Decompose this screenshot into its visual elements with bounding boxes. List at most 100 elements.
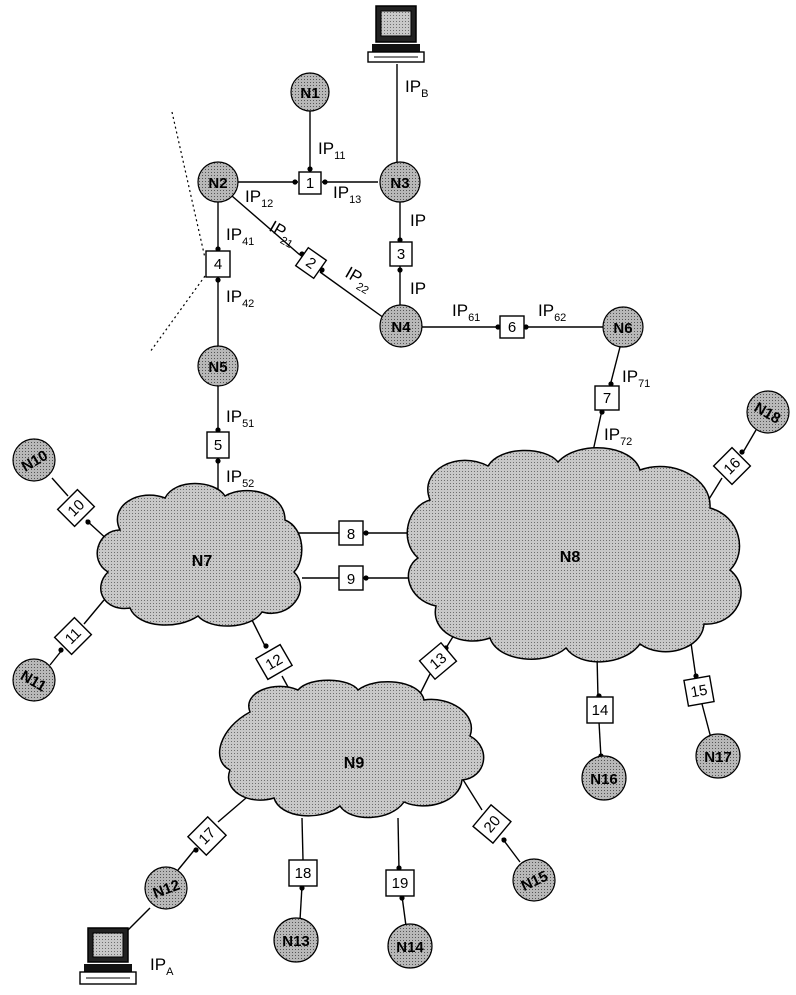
router-1: 1	[298, 171, 322, 195]
link-n9-r17	[217, 797, 247, 823]
ip-label-13: IP13	[333, 183, 361, 206]
node-n6-label: N6	[613, 320, 632, 337]
link-n10-r10	[51, 477, 69, 497]
node-n1-label: N1	[300, 85, 319, 102]
link-n11-r11	[49, 649, 63, 666]
router-8-label: 8	[347, 526, 355, 543]
cloud-n9-label: N9	[344, 755, 365, 772]
link-n9-r19	[397, 817, 400, 871]
router-14-label: 14	[592, 702, 609, 719]
node-circles: N1 N2 N3 N4 N5 N6 N10 N11	[12, 72, 790, 969]
node-n13-label: N13	[282, 933, 310, 950]
port-dot	[292, 179, 298, 185]
ip-label-71: IP71	[622, 367, 650, 390]
router-12-label: 12	[263, 651, 286, 674]
cloud-n8: N8	[406, 446, 742, 663]
node-n13: N13	[273, 917, 319, 963]
link-r18-n13	[299, 885, 303, 921]
link-r2-n4	[319, 271, 385, 319]
link-r11-n7	[83, 599, 105, 625]
ip-label-a: IPA	[150, 955, 174, 978]
node-n4-label: N4	[391, 319, 411, 336]
router-10: 10	[56, 488, 96, 528]
router-9-label: 9	[347, 571, 355, 588]
node-n10: N10	[12, 438, 56, 482]
ip-label-52: IP52	[226, 467, 254, 490]
port-dot	[215, 277, 221, 283]
port-dot	[608, 381, 614, 387]
link-n6-r7	[609, 346, 621, 387]
cloud-n7-label: N7	[192, 553, 213, 570]
port-dot	[363, 575, 369, 581]
link-n12-host-a	[127, 907, 151, 931]
node-n5: N5	[197, 345, 239, 387]
port-dot	[215, 458, 221, 464]
ip-label-12: IP12	[245, 187, 273, 210]
port-dot	[397, 237, 403, 243]
router-4: 4	[205, 250, 231, 278]
port-dot	[215, 246, 221, 252]
port-dot	[307, 166, 313, 172]
router-18: 18	[288, 859, 318, 887]
router-16: 16	[712, 446, 752, 486]
ip-label-21: IP21	[264, 217, 300, 251]
link-r16-n18	[741, 429, 757, 455]
port-dot	[263, 643, 269, 649]
link-r17-n12	[177, 847, 197, 871]
port-dot	[85, 519, 91, 525]
ip-label-b: IPB	[405, 77, 428, 100]
router-18-label: 18	[295, 865, 312, 882]
port-dot	[523, 324, 529, 330]
router-4-label: 4	[214, 256, 222, 273]
ip-label-72: IP72	[604, 425, 632, 448]
node-n11: N11	[12, 658, 56, 702]
node-n14-label: N14	[396, 939, 424, 956]
port-dot	[58, 647, 64, 653]
node-n6: N6	[602, 306, 644, 348]
node-n18: N18	[746, 390, 790, 434]
link-n2-r2	[231, 195, 301, 256]
node-n3: N3	[379, 161, 421, 203]
router-17: 17	[186, 815, 228, 857]
router-1-label: 1	[306, 175, 314, 192]
router-12: 12	[254, 643, 294, 681]
router-3: 3	[389, 241, 413, 267]
router-14: 14	[586, 696, 614, 724]
cloud-n9: N9	[219, 679, 485, 819]
ip-label-11: IP11	[318, 139, 345, 162]
router-9: 9	[338, 565, 364, 591]
router-5-label: 5	[214, 437, 222, 454]
node-n17-label: N17	[704, 749, 732, 766]
port-dot	[495, 324, 501, 330]
port-dot	[193, 847, 199, 853]
router-13: 13	[418, 641, 458, 681]
port-dot	[215, 427, 221, 433]
port-dot	[693, 673, 699, 679]
port-dot	[739, 449, 745, 455]
port-dot	[599, 409, 605, 415]
router-6-label: 6	[508, 319, 516, 336]
boundary-lines	[149, 111, 206, 353]
router-20: 20	[472, 803, 512, 845]
port-dot	[397, 267, 403, 273]
link-r14-n16	[598, 721, 602, 759]
router-19-label: 19	[392, 875, 409, 892]
ip-label-22: IP22	[340, 263, 376, 297]
node-n4: N4	[379, 304, 423, 348]
node-n5-label: N5	[208, 359, 227, 376]
router-7: 7	[594, 385, 620, 411]
router-8: 8	[338, 520, 364, 546]
ip-label-n4-top: IP	[410, 279, 426, 298]
cloud-n7: N7	[96, 482, 303, 627]
router-19: 19	[385, 869, 415, 897]
node-n16-label: N16	[590, 771, 618, 788]
link-n7-r12	[251, 619, 267, 649]
router-7-label: 7	[603, 390, 611, 407]
port-dot	[299, 885, 305, 891]
router-3-label: 3	[397, 246, 405, 263]
node-n3-label: N3	[390, 175, 409, 192]
port-dot	[501, 837, 507, 843]
ip-label-42: IP42	[226, 287, 254, 310]
ip-label-51: IP51	[226, 407, 254, 430]
